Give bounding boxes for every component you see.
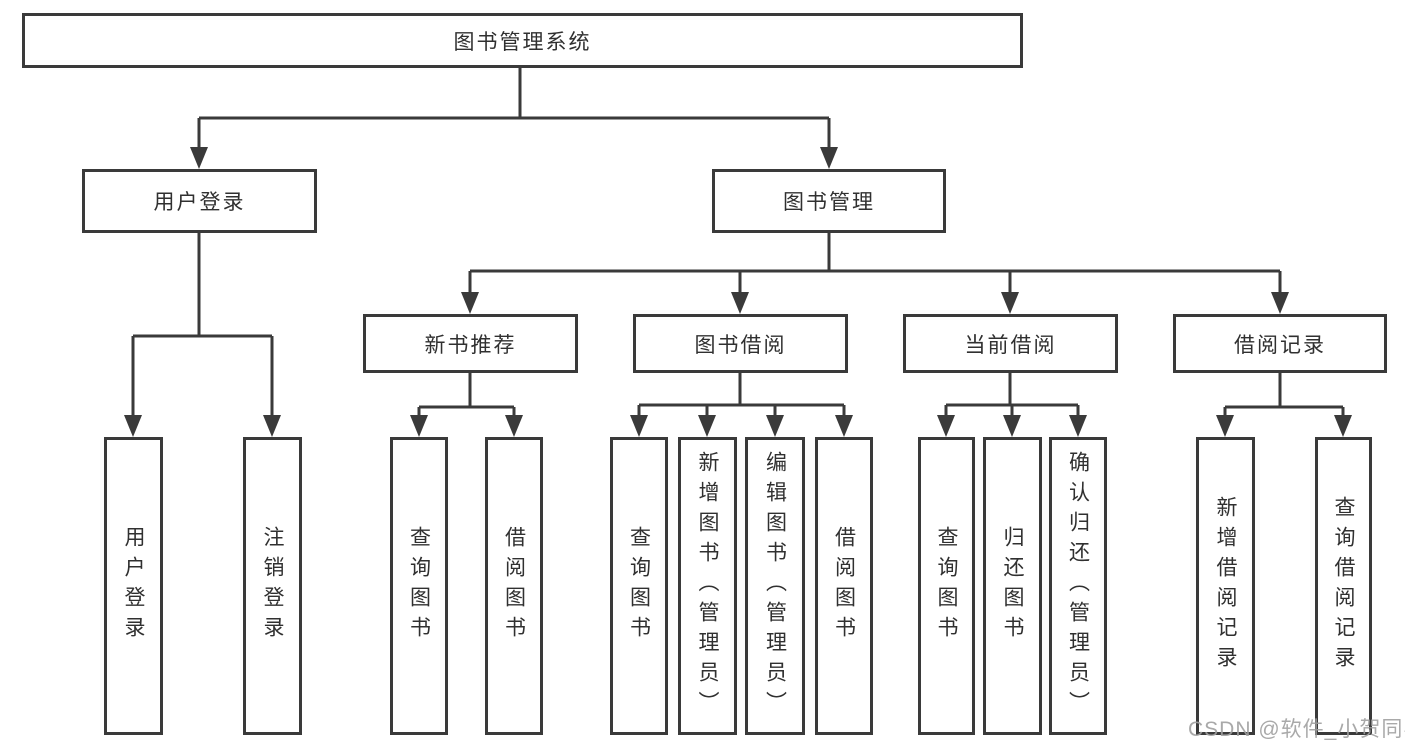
connector-root-to-level2 [190,68,838,169]
connector-user-login-to-leaves [124,233,281,437]
node-borrowing-records: 借阅记录 [1173,314,1387,373]
leaf-query-books-borrowing: 查询图书 [610,437,668,735]
node-current-borrowing: 当前借阅 [903,314,1118,373]
leaf-label: 查询图书 [627,526,651,646]
leaf-label: 查询图书 [935,526,958,646]
leaf-query-books-recommend: 查询图书 [390,437,448,735]
leaf-query-books-current: 查询图书 [918,437,975,735]
leaf-add-borrow-record: 新增借阅记录 [1196,437,1255,735]
leaf-return-books: 归还图书 [983,437,1042,735]
leaf-logout: 注销登录 [243,437,302,735]
node-label: 图书借阅 [694,333,787,357]
leaf-label: 编辑图书（管理员） [763,451,787,721]
connector-new-book-recommend-to-leaves [410,373,523,437]
connector-current-borrowing-to-leaves [937,373,1087,437]
leaf-user-login: 用户登录 [104,437,163,735]
node-new-book-recommend: 新书推荐 [363,314,578,373]
connector-book-borrowing-to-leaves [630,373,853,437]
node-library-management-system: 图书管理系统 [22,13,1023,68]
leaf-label: 查询借阅记录 [1332,496,1355,676]
node-book-borrowing: 图书借阅 [633,314,848,373]
leaf-label: 借阅图书 [832,526,856,646]
leaf-label: 新增图书（管理员） [696,451,719,721]
leaf-label: 借阅图书 [502,526,526,646]
node-label: 新书推荐 [424,333,517,357]
leaf-label: 归还图书 [1001,526,1024,646]
node-label: 用户登录 [153,191,246,214]
leaf-confirm-return-admin: 确认归还（管理员） [1049,437,1107,735]
leaf-label: 确认归还（管理员） [1066,451,1090,721]
leaf-label: 注销登录 [261,526,284,646]
leaf-label: 新增借阅记录 [1214,496,1237,676]
node-book-management: 图书管理 [712,169,946,233]
leaf-label: 用户登录 [122,526,145,646]
node-user-login: 用户登录 [82,169,317,233]
node-label: 图书管理系统 [453,30,592,54]
node-label: 借阅记录 [1234,333,1326,357]
leaf-label: 查询图书 [407,526,431,646]
leaf-borrow-books: 借阅图书 [815,437,873,735]
leaf-add-books-admin: 新增图书（管理员） [678,437,737,735]
leaf-borrow-books-recommend: 借阅图书 [485,437,543,735]
node-label: 当前借阅 [964,333,1057,357]
csdn-watermark: CSDN @软件_小贺同学 [1188,718,1405,741]
leaf-edit-books-admin: 编辑图书（管理员） [745,437,805,735]
connector-book-management-to-level3 [461,233,1289,314]
node-label: 图书管理 [783,191,875,214]
leaf-query-borrow-record: 查询借阅记录 [1315,437,1372,735]
connector-borrowing-records-to-leaves [1216,373,1352,437]
